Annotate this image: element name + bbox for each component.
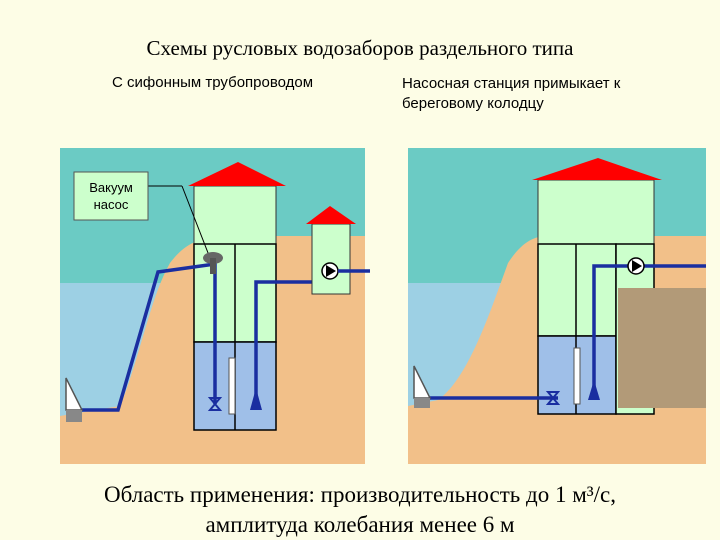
vacuum-label-line1: Вакуум	[89, 180, 133, 195]
inlet-base	[414, 398, 430, 408]
pump-arrow	[632, 260, 642, 272]
screen-grid	[573, 347, 581, 405]
pump-station-roof	[306, 206, 356, 224]
gate-valve-icon	[207, 397, 223, 411]
vacuum-callout-pointer	[181, 185, 211, 259]
left-scheme-caption: С сифонным трубопроводом	[112, 74, 314, 91]
footer-line2: амплитуда колебания менее 6 м	[205, 512, 515, 537]
siphon-pipe	[82, 261, 217, 412]
suction-pipe	[254, 280, 335, 402]
building-roof	[188, 162, 286, 186]
gate-valve-icon	[545, 391, 561, 405]
footer-line1: Область применения: производительность д…	[103, 482, 617, 507]
rock-fill	[618, 288, 706, 408]
station-building	[537, 179, 655, 245]
right-caption-line2: береговому колодцу	[402, 95, 544, 112]
application-note: Область применения: производительность д…	[0, 480, 720, 540]
shore-well-diagram	[408, 148, 706, 464]
station-roof	[532, 158, 662, 180]
well-upper	[537, 243, 617, 337]
siphon-intake-diagram: Вакуум насос	[60, 148, 370, 464]
pump-building	[193, 185, 277, 245]
right-scheme-caption: Насосная станция примыкает к береговому …	[402, 74, 672, 114]
vacuum-label-line2: насос	[94, 197, 129, 212]
suction-pipe	[592, 264, 706, 392]
vacuum-pump-label-box	[73, 171, 149, 221]
pump-arrow	[326, 265, 336, 277]
right-caption-line1: Насосная станция примыкает к	[402, 75, 621, 92]
slide-title: Схемы русловых водозаборов раздельного т…	[146, 36, 574, 60]
suction-bell	[588, 380, 600, 400]
screen-grid	[228, 357, 236, 415]
vacuum-pump-stem	[210, 258, 216, 274]
inlet-base	[66, 410, 82, 422]
suction-bell	[250, 388, 262, 410]
pump-station	[311, 223, 351, 295]
